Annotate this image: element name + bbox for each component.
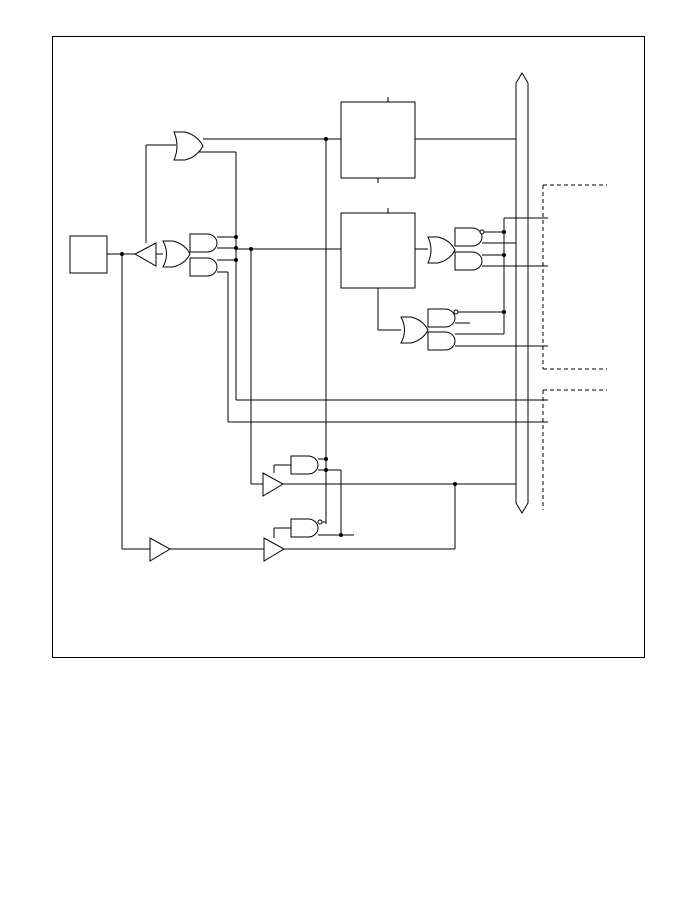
enable-and-gate-upper — [290, 455, 319, 475]
input-and-gate-upper — [189, 233, 218, 253]
external-interface-upper — [542, 184, 607, 370]
input-block — [69, 235, 108, 274]
external-interface-lower — [542, 389, 607, 510]
bus-driver-buffer-upper — [262, 472, 285, 497]
decode-or-gate-lower — [400, 316, 429, 344]
data-bus — [515, 72, 529, 514]
enable-and-gate-lower — [290, 518, 319, 538]
input-and-gate-lower — [189, 257, 218, 277]
inversion-bubble — [479, 229, 485, 235]
decode-or-gate-upper — [427, 236, 456, 264]
figure-frame — [52, 36, 645, 658]
top-or-gate — [173, 131, 204, 161]
decode-and-gate-2 — [454, 251, 483, 271]
input-or-gate — [162, 240, 191, 268]
bus-driver-buffer-lower — [263, 537, 286, 562]
decode-and-gate-3 — [427, 308, 456, 328]
decode-and-gate-4 — [427, 331, 456, 351]
lower-left-buffer — [149, 537, 172, 562]
upper-register-block — [340, 101, 416, 179]
lower-register-block — [340, 212, 416, 289]
input-buffer — [133, 242, 157, 267]
decode-and-gate-1 — [454, 227, 483, 247]
